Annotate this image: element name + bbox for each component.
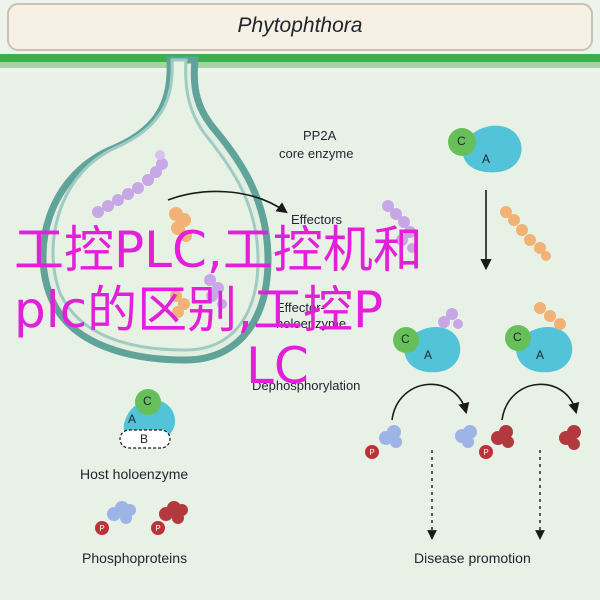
- effector-lavender-chain: [92, 150, 168, 218]
- effector-lavender-2: [204, 274, 227, 309]
- effector-holoenzyme-label-2: holoenzyme: [276, 316, 347, 331]
- subunit-a-label-left: A: [424, 348, 433, 362]
- host-holoenzyme: [119, 389, 176, 449]
- protein-lavender-dephosphorylated: [455, 425, 477, 448]
- subunit-c-label-right: C: [513, 330, 522, 344]
- effector-holoenzyme-left: [393, 308, 463, 373]
- host-subunit-b-label: B: [140, 432, 149, 446]
- host-phosphoprotein-red: P: [151, 501, 188, 535]
- green-bar: [0, 54, 600, 62]
- protein-red-dephosphorylated: [559, 425, 581, 450]
- effector-orange-2: [170, 290, 190, 318]
- membrane-line: [0, 62, 600, 68]
- pp2a-core-enzyme: [448, 125, 522, 173]
- effector-secretion-arrow: [167, 190, 288, 214]
- phosphoproteins-label: Phosphoproteins: [82, 550, 188, 566]
- overlay-text-line-3: LC: [246, 337, 309, 395]
- disease-promotion-label: Disease promotion: [414, 550, 531, 566]
- effector-holoenzyme-label-1: Effector-: [276, 300, 325, 315]
- svg-text:P: P: [99, 524, 104, 533]
- effectors-label: Effectors: [291, 212, 343, 227]
- svg-text:P: P: [155, 524, 160, 533]
- svg-text:P: P: [369, 448, 374, 457]
- subunit-a-label: A: [482, 152, 491, 166]
- dephosphorylation-arrow-left: [391, 383, 470, 421]
- subunit-c-label: C: [457, 134, 466, 148]
- phosphoprotein-red-left: P: [479, 425, 514, 459]
- pp2a-label: PP2A: [303, 128, 337, 143]
- host-holoenzyme-label: Host holoenzyme: [80, 466, 189, 482]
- core-enzyme-label: core enzyme: [279, 146, 354, 161]
- subunit-a-label-right: A: [536, 348, 545, 362]
- overlay-text-line-1: 工控PLC,工控机和: [14, 221, 423, 279]
- dephosphorylation-arrow-right: [501, 383, 580, 421]
- dephosphorylation-label: Dephosphorylation: [252, 378, 361, 393]
- effector-holoenzyme-right: [505, 302, 573, 373]
- phosphoprotein-lavender-left: P: [365, 425, 402, 459]
- title-box: [7, 3, 593, 51]
- subunit-c-label-left: C: [401, 332, 410, 346]
- host-subunit-a-label: A: [128, 412, 137, 426]
- host-phosphoprotein-lavender: P: [95, 501, 136, 535]
- host-subunit-c-label: C: [143, 394, 152, 408]
- effectors-lavender-right: [382, 200, 417, 253]
- effectors-orange-right: [500, 206, 551, 261]
- diagram-title: Phytophthora: [237, 14, 363, 37]
- overlay-text-line-2: plc的区别,工控P: [14, 281, 384, 339]
- svg-text:P: P: [483, 448, 488, 457]
- effector-orange: [169, 207, 192, 242]
